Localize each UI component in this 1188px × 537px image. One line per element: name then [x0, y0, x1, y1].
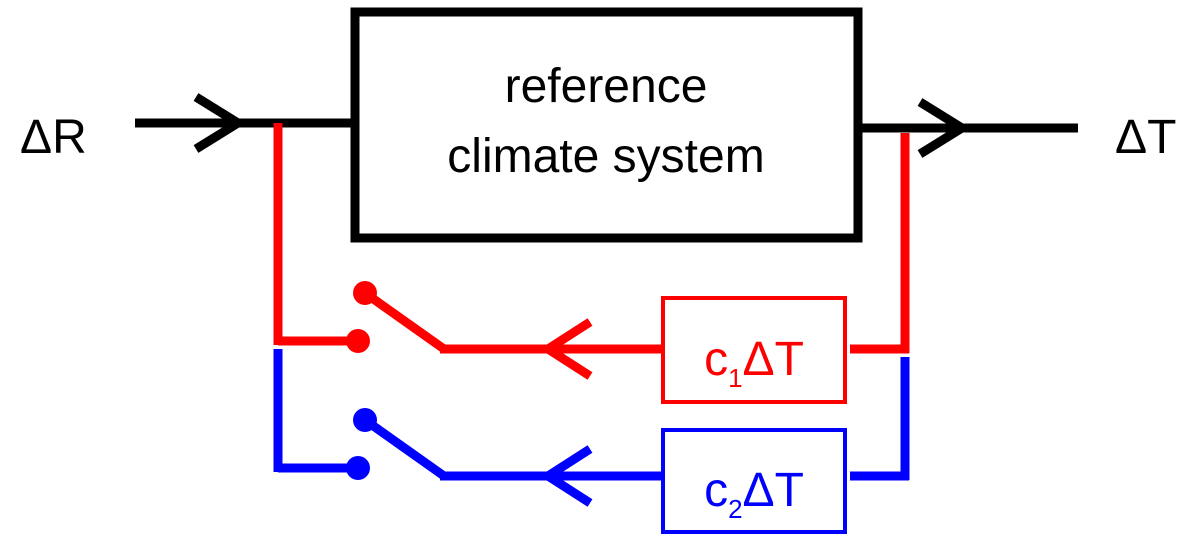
feedback-1-coef: c [704, 333, 728, 386]
feedback-2-box [661, 428, 847, 534]
feedback-2-coef: c [704, 464, 728, 517]
feedback-1-subscript: 1 [728, 363, 742, 393]
feedback-1-label: c1ΔT [704, 333, 804, 393]
feedback-1-variable: ΔT [743, 333, 804, 386]
feedback-2-label: c2ΔT [704, 464, 804, 524]
feedback-1-switch-contact [346, 329, 370, 353]
feedback-2-arrowhead [539, 445, 593, 507]
feedback-1-switch-lever [362, 289, 447, 353]
system-box-line1: reference [505, 60, 708, 113]
output-arrowhead [917, 98, 971, 158]
feedback-1-box [661, 296, 847, 404]
input-arrowhead [193, 93, 247, 153]
main-signal-path [135, 93, 1078, 158]
feedback-2-switch-contact [346, 456, 370, 480]
output-label: ΔT [1115, 111, 1176, 164]
feedback-1-switch-pivot [353, 281, 377, 305]
feedback-2-switch-pivot [353, 408, 377, 432]
reference-climate-system-box [350, 7, 863, 243]
feedback-2-subscript: 2 [728, 494, 742, 524]
system-box-line2: climate system [447, 130, 764, 183]
feedback-1-arrowhead [539, 318, 593, 380]
input-label: ΔR [20, 111, 87, 164]
feedback-2-switch-lever [362, 416, 447, 480]
feedback-2-variable: ΔT [743, 464, 804, 517]
